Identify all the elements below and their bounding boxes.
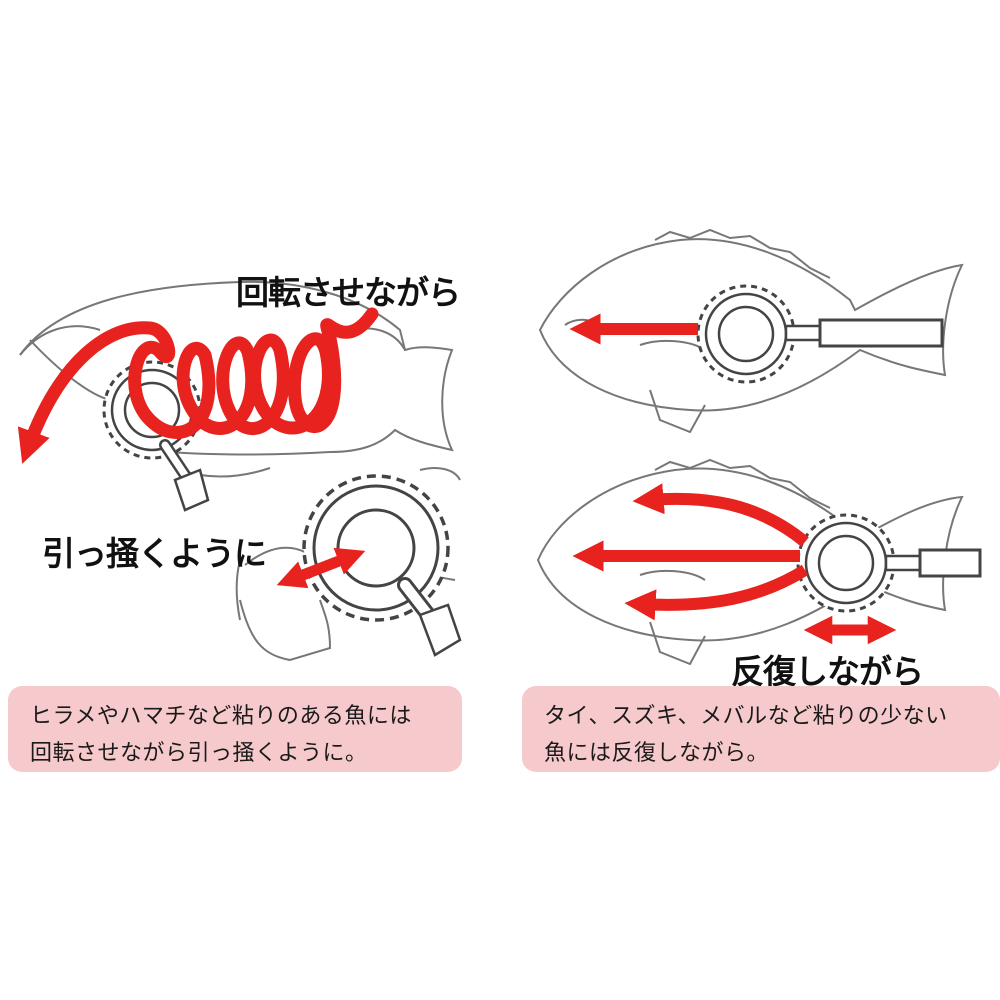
seabream-bottom-outline-icon — [536, 458, 964, 666]
scaler-wheel-icon-right-top — [696, 284, 944, 384]
scaler-wheel-icon-right-bottom — [796, 513, 982, 613]
spiral-arrow — [28, 307, 379, 448]
caption-right-line2: 魚には反復しながら。 — [544, 741, 770, 766]
label-repeat: 反復しながら — [731, 652, 924, 691]
caption-left-line2: 回転させながら引っ掻くように。 — [30, 741, 368, 766]
caption-left-line1: ヒラメやハマチなど粘りのある魚には — [30, 704, 412, 729]
scrape-double-arrow — [276, 547, 366, 589]
label-scratch: 引っ掻くように — [42, 534, 267, 573]
caption-right: タイ、スズキ、メバルなど粘りの少ない 魚には反復しながら。 — [522, 686, 1000, 772]
seabream-top-outline-icon — [538, 228, 964, 434]
label-rotate: 回転させながら — [236, 273, 461, 312]
repeat-arrows — [572, 483, 809, 621]
caption-left: ヒラメやハマチなど粘りのある魚には 回転させながら引っ掻くように。 — [8, 686, 462, 772]
scaler-wheel-icon-left-top — [102, 360, 210, 512]
caption-right-line1: タイ、スズキ、メバルなど粘りの少ない — [544, 704, 948, 729]
